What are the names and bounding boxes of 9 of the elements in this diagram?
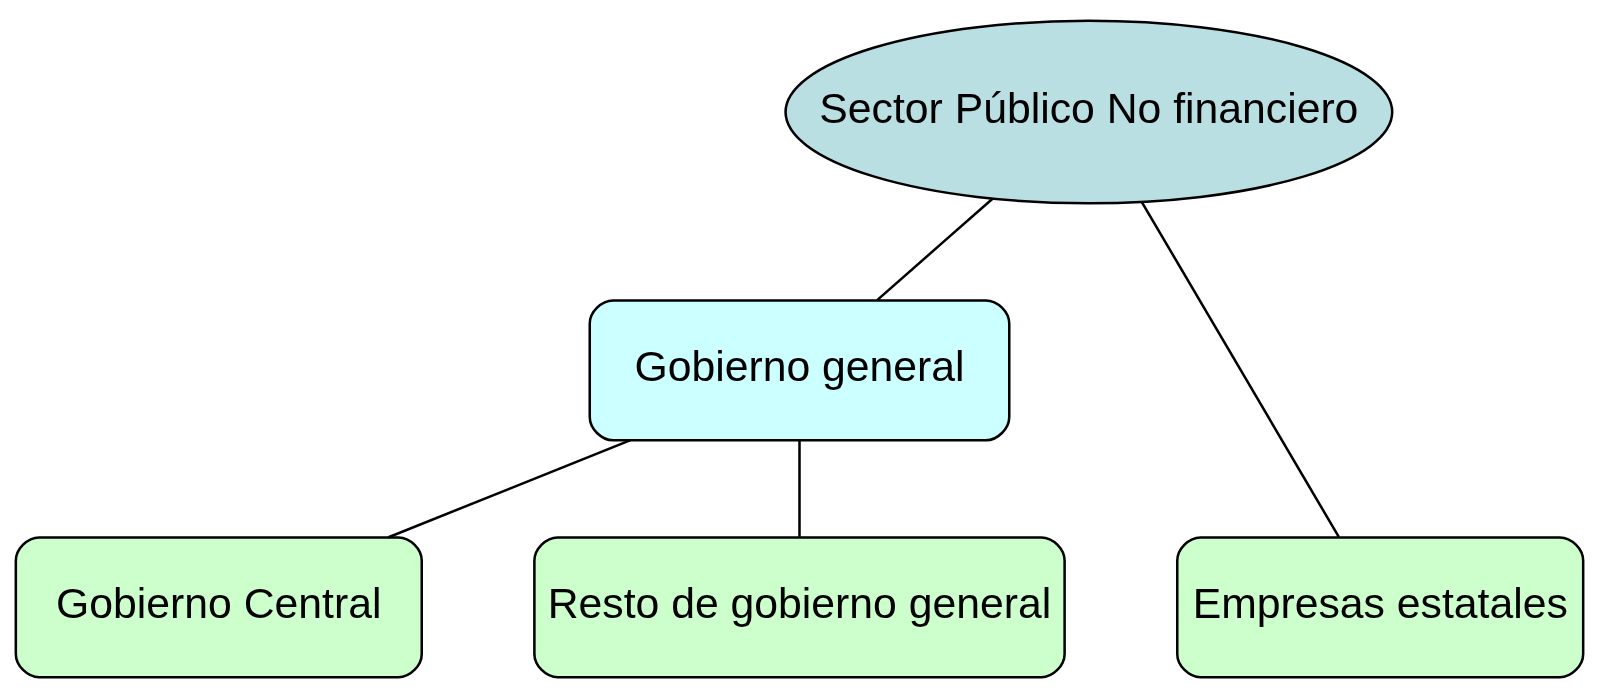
node-ellipse: Sector Público No financiero (784, 19, 1394, 205)
node-box: Resto de gobierno general (533, 535, 1066, 678)
connector (798, 439, 801, 537)
connector (1140, 201, 1340, 538)
node-box: Empresas estatales (1176, 535, 1585, 678)
connector (876, 197, 994, 301)
node-box: Gobierno general (588, 298, 1011, 442)
node-box: Gobierno Central (14, 535, 423, 678)
connector (388, 438, 631, 538)
